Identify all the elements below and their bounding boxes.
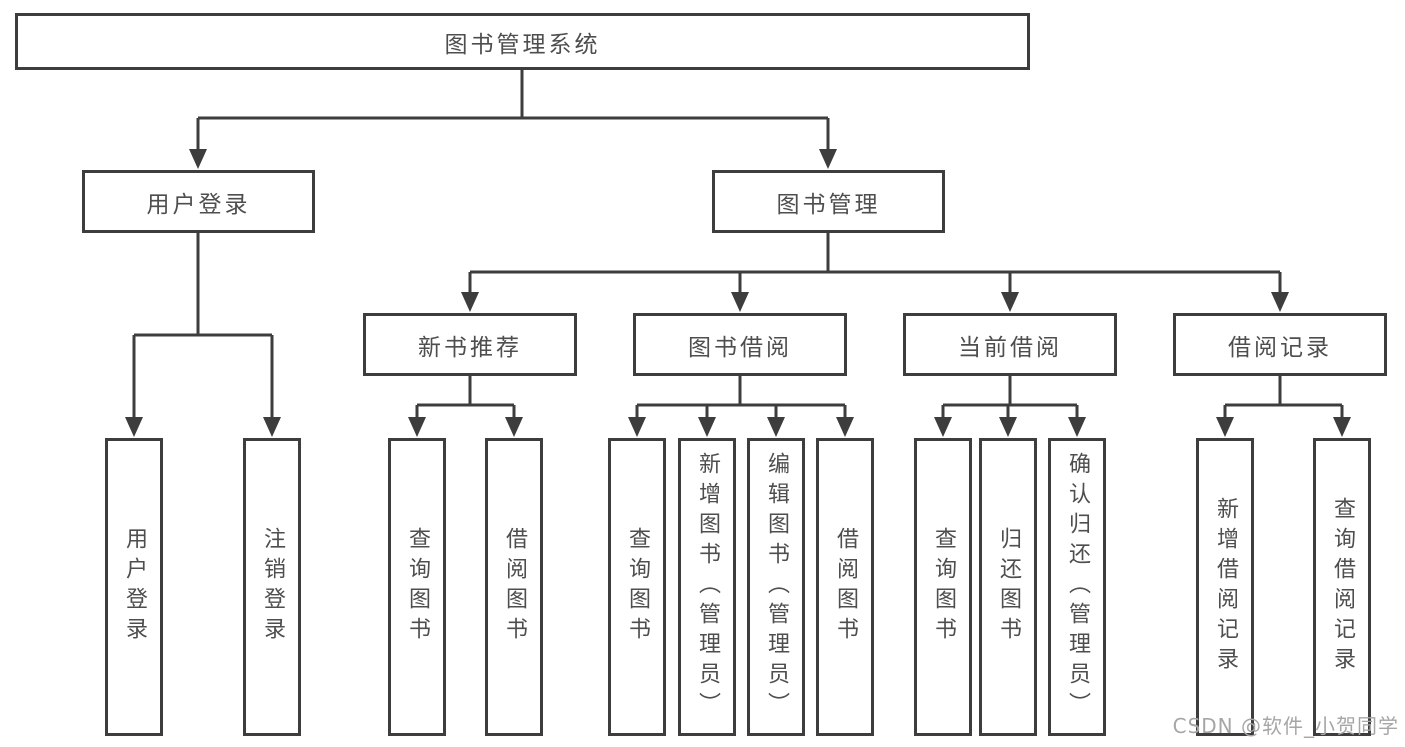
node-label: 用户登录 — [122, 527, 147, 647]
node-query-borrow-record: 查询借阅记录 — [1313, 438, 1371, 736]
node-add-book-admin: 新增图书（管理员） — [678, 438, 736, 736]
node-label: 确认归还（管理员） — [1065, 452, 1090, 722]
node-new-book-recommendation: 新书推荐 — [363, 313, 577, 376]
node-label: 图书借阅 — [688, 334, 792, 361]
node-library-management-system: 图书管理系统 — [15, 13, 1030, 70]
node-label: 新增图书（管理员） — [695, 452, 720, 722]
node-current-borrowing: 当前借阅 — [903, 313, 1117, 376]
node-label: 新书推荐 — [418, 334, 522, 361]
node-label: 编辑图书（管理员） — [764, 452, 789, 722]
node-book-borrowing: 图书借阅 — [633, 313, 847, 376]
node-label: 查询图书 — [405, 527, 430, 647]
csdn-watermark: CSDN @软件_小贺同学 — [1172, 714, 1399, 738]
node-confirm-return-admin: 确认归还（管理员） — [1048, 438, 1106, 736]
node-label: 当前借阅 — [958, 334, 1062, 361]
node-label: 查询借阅记录 — [1330, 497, 1355, 677]
node-label: 图书管理系统 — [444, 31, 601, 58]
node-label: 借阅图书 — [833, 527, 858, 647]
node-borrow-books-leaf: 借阅图书 — [816, 438, 874, 736]
node-label: 注销登录 — [260, 527, 285, 647]
node-label: 查询图书 — [625, 527, 650, 647]
node-label: 归还图书 — [996, 527, 1021, 647]
node-label: 用户登录 — [146, 191, 251, 218]
node-user-login: 用户登录 — [82, 170, 315, 233]
node-add-borrow-record: 新增借阅记录 — [1196, 438, 1254, 736]
node-borrow-books-recommend: 借阅图书 — [485, 438, 543, 736]
node-label: 查询图书 — [931, 527, 956, 647]
node-query-books-recommend: 查询图书 — [388, 438, 446, 736]
node-query-books-current: 查询图书 — [914, 438, 972, 736]
node-return-books: 归还图书 — [979, 438, 1037, 736]
node-label: 图书管理 — [776, 191, 881, 218]
node-book-management: 图书管理 — [712, 170, 945, 233]
node-query-books-borrowing: 查询图书 — [608, 438, 666, 736]
node-label: 新增借阅记录 — [1213, 497, 1238, 677]
node-label: 借阅记录 — [1228, 334, 1332, 361]
node-edit-book-admin: 编辑图书（管理员） — [747, 438, 805, 736]
node-borrowing-records: 借阅记录 — [1173, 313, 1387, 376]
node-user-login-leaf: 用户登录 — [105, 438, 163, 736]
node-logout: 注销登录 — [243, 438, 301, 736]
node-label: 借阅图书 — [502, 527, 527, 647]
